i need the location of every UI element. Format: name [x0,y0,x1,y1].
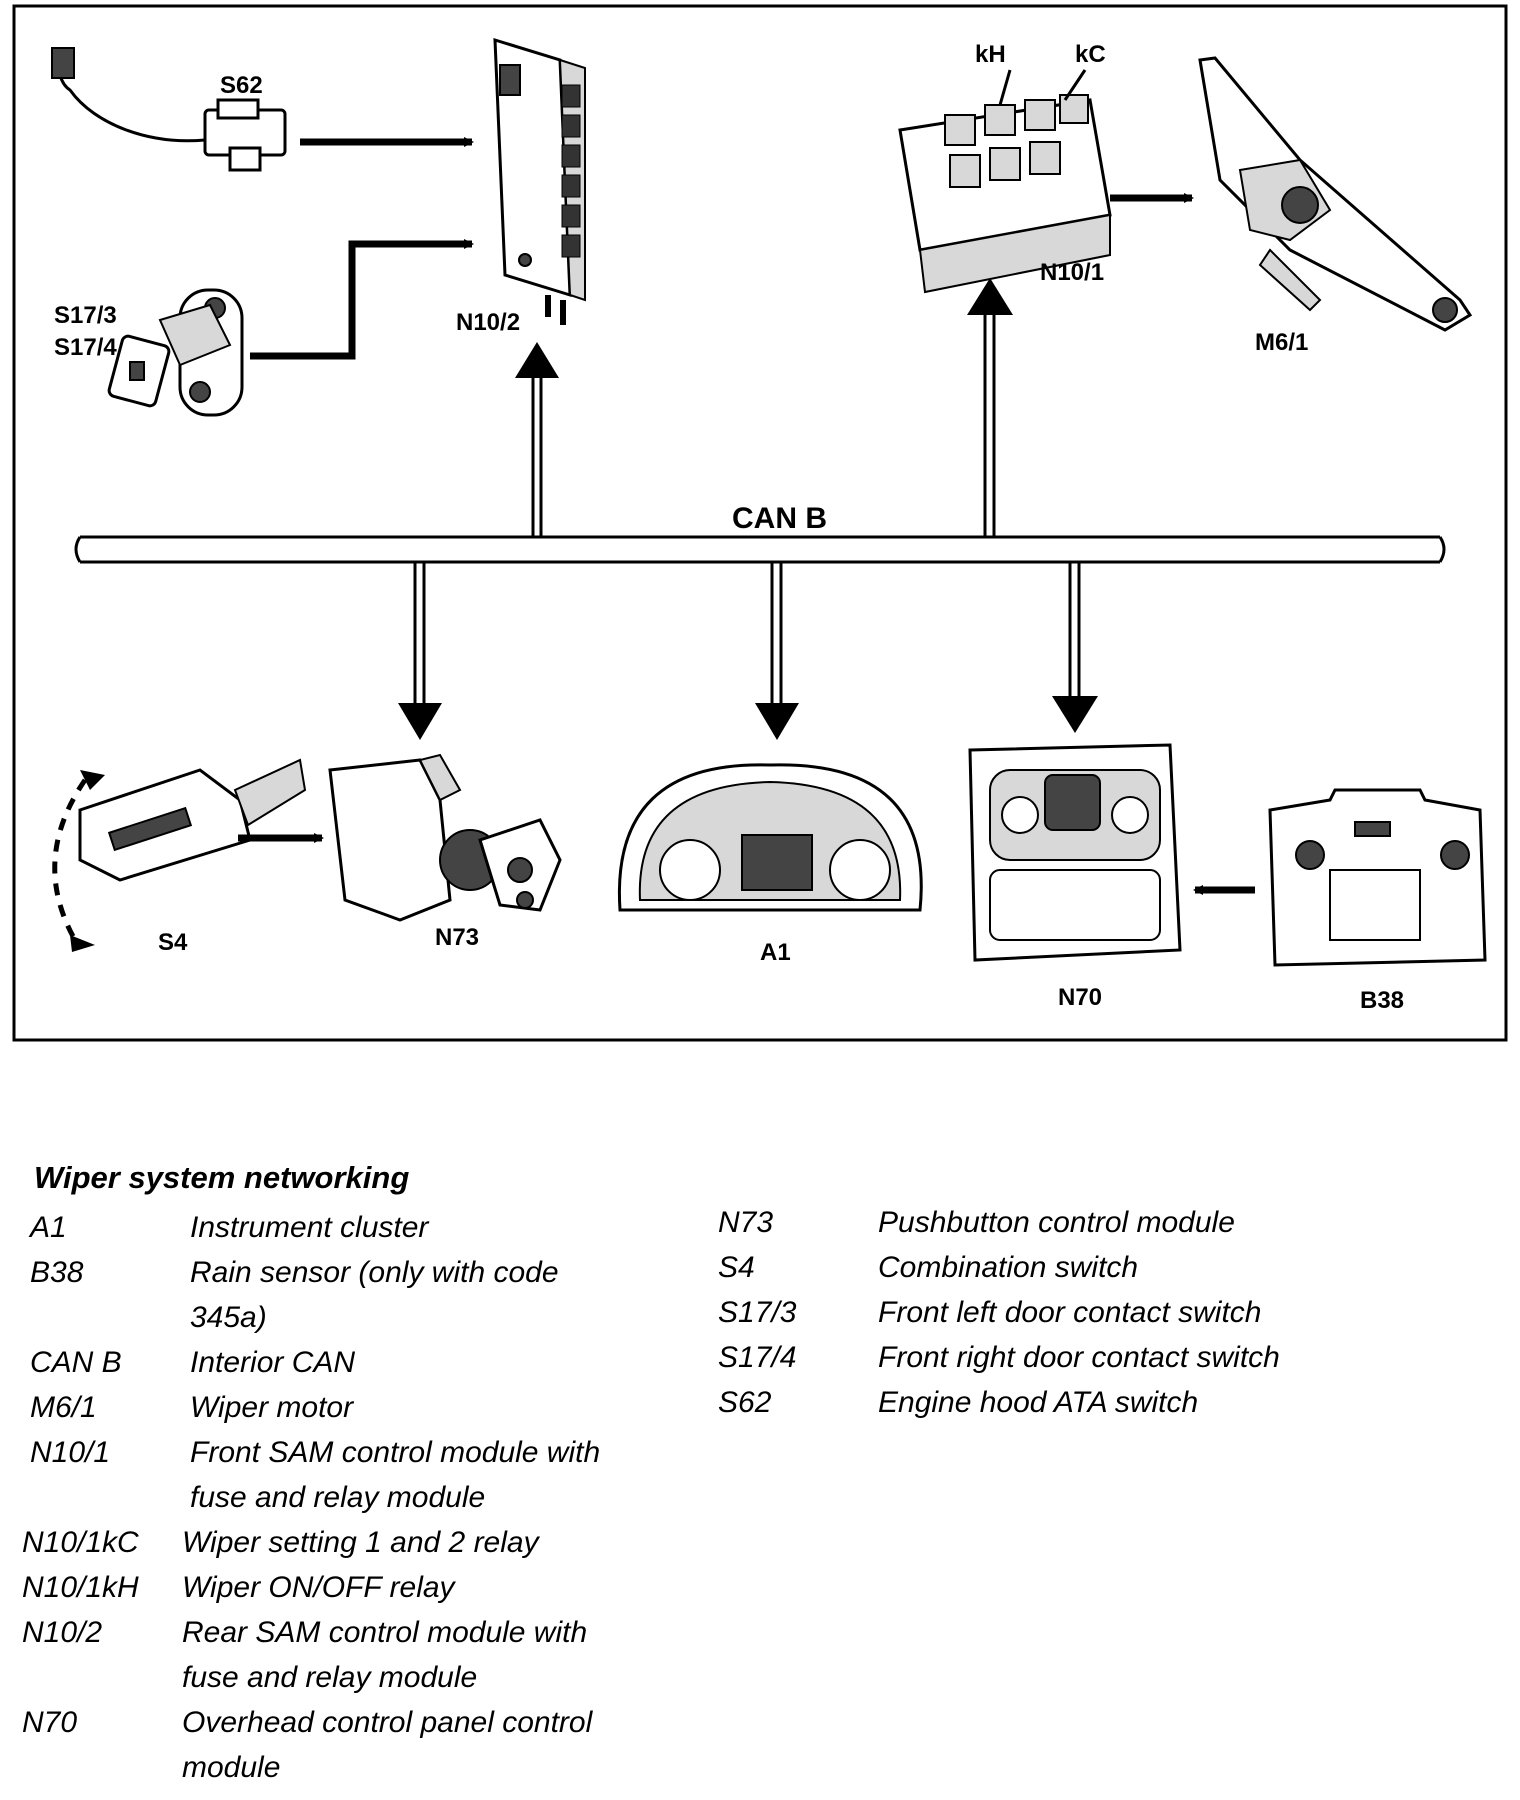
legend-row: N10/1 Front SAM control module with [30,1430,600,1475]
legend-code: B38 [30,1256,84,1289]
legend-row: N70 Overhead control panel control [22,1700,592,1745]
s62-label: S62 [220,72,263,99]
m6-1-wiper-motor-icon [1198,56,1473,332]
legend-row: N10/2 Rear SAM control module with [22,1610,592,1655]
legend-row: N10/1kH Wiper ON/OFF relay [22,1565,592,1610]
legend-code: N70 [22,1706,78,1739]
legend-code-empty [30,1475,190,1520]
legend-column-left-lower: N10/1kC Wiper setting 1 and 2 relay N10/… [22,1520,592,1790]
legend-code-empty [30,1295,190,1340]
legend-desc: Front right door contact switch [878,1341,1280,1374]
bus-connectors [398,278,1098,740]
legend-title: Wiper system networking [34,1160,410,1195]
b38-rain-sensor-icon [1268,788,1487,967]
kh-label: kH [975,41,1006,68]
legend-row: S17/3 Front left door contact switch [718,1290,1280,1335]
legend-row-cont: module [22,1745,592,1790]
legend-row-cont: fuse and relay module [22,1655,592,1700]
legend-desc: Front SAM control module with [190,1436,601,1469]
legend-code: N10/2 [22,1616,103,1649]
legend-code: S17/3 [718,1296,797,1329]
n10-1-label: N10/1 [1040,259,1104,286]
a1-instrument-cluster-icon [617,763,923,912]
s17-4-label: S17/4 [54,334,117,361]
legend-code-empty [22,1745,182,1790]
can-b-bus [74,535,1446,564]
legend-desc: Front left door contact switch [878,1296,1262,1329]
legend-row-cont: 345a) [30,1295,600,1340]
legend-desc: Instrument cluster [190,1211,429,1244]
s17-3-label: S17/3 [54,302,117,329]
s4-label: S4 [158,929,188,956]
legend: Wiper system networking A1 Instrument cl… [0,1150,1520,1790]
legend-row-cont: fuse and relay module [30,1475,600,1520]
legend-code: CAN B [30,1346,122,1379]
legend-code-empty [22,1655,182,1700]
legend-row: N73 Pushbutton control module [718,1200,1280,1245]
b38-label: B38 [1360,987,1404,1014]
m6-1-label: M6/1 [1255,329,1308,356]
legend-desc: Rain sensor (only with code [190,1256,559,1289]
arrow-s17-to-n10-2 [250,239,474,360]
legend-desc: fuse and relay module [190,1481,486,1514]
legend-desc: Overhead control panel control [182,1706,593,1739]
legend-desc: 345a) [190,1301,267,1334]
legend-code: A1 [30,1211,67,1244]
legend-row: B38 Rain sensor (only with code [30,1250,600,1295]
n10-2-module-icon [493,37,586,325]
n73-label: N73 [435,924,479,951]
legend-row: S4 Combination switch [718,1245,1280,1290]
legend-desc: Combination switch [878,1251,1139,1284]
legend-code: M6/1 [30,1391,97,1424]
s17-door-switch-icon [107,288,244,417]
legend-desc: Wiper setting 1 and 2 relay [182,1526,539,1559]
legend-row: N10/1kC Wiper setting 1 and 2 relay [22,1520,592,1565]
legend-desc: fuse and relay module [182,1661,478,1694]
legend-code: S4 [718,1251,755,1284]
legend-row: M6/1 Wiper motor [30,1385,600,1430]
legend-code: S62 [718,1386,772,1419]
can-b-label: CAN B [732,502,827,535]
legend-column-left: A1 Instrument cluster B38 Rain sensor (o… [30,1205,600,1520]
legend-code: N10/1 [30,1436,111,1469]
legend-row: S62 Engine hood ATA switch [718,1380,1280,1425]
legend-row: S17/4 Front right door contact switch [718,1335,1280,1380]
legend-code: S17/4 [718,1341,797,1374]
n10-1-module-icon [898,69,1112,294]
s62-switch-icon [51,47,287,172]
a1-label: A1 [760,939,791,966]
legend-desc: module [182,1751,281,1784]
legend-desc: Rear SAM control module with [182,1616,588,1649]
legend-desc: Pushbutton control module [878,1206,1235,1239]
legend-code: N73 [718,1206,774,1239]
wiper-network-diagram: CAN B S62 [12,4,1508,1042]
legend-code: N10/1kH [22,1571,139,1604]
legend-desc: Interior CAN [190,1346,356,1379]
n10-2-label: N10/2 [456,309,520,336]
legend-column-right: N73 Pushbutton control module S4 Combina… [718,1200,1280,1425]
n70-label: N70 [1058,984,1102,1011]
legend-desc: Engine hood ATA switch [878,1386,1199,1419]
legend-desc: Wiper motor [190,1391,354,1424]
kc-label: kC [1075,41,1106,68]
n70-overhead-panel-icon [968,743,1182,962]
n73-ignition-module-icon [328,753,562,922]
legend-row: A1 Instrument cluster [30,1205,600,1250]
legend-code: N10/1kC [22,1526,139,1559]
legend-desc: Wiper ON/OFF relay [182,1571,455,1604]
legend-row: CAN B Interior CAN [30,1340,600,1385]
